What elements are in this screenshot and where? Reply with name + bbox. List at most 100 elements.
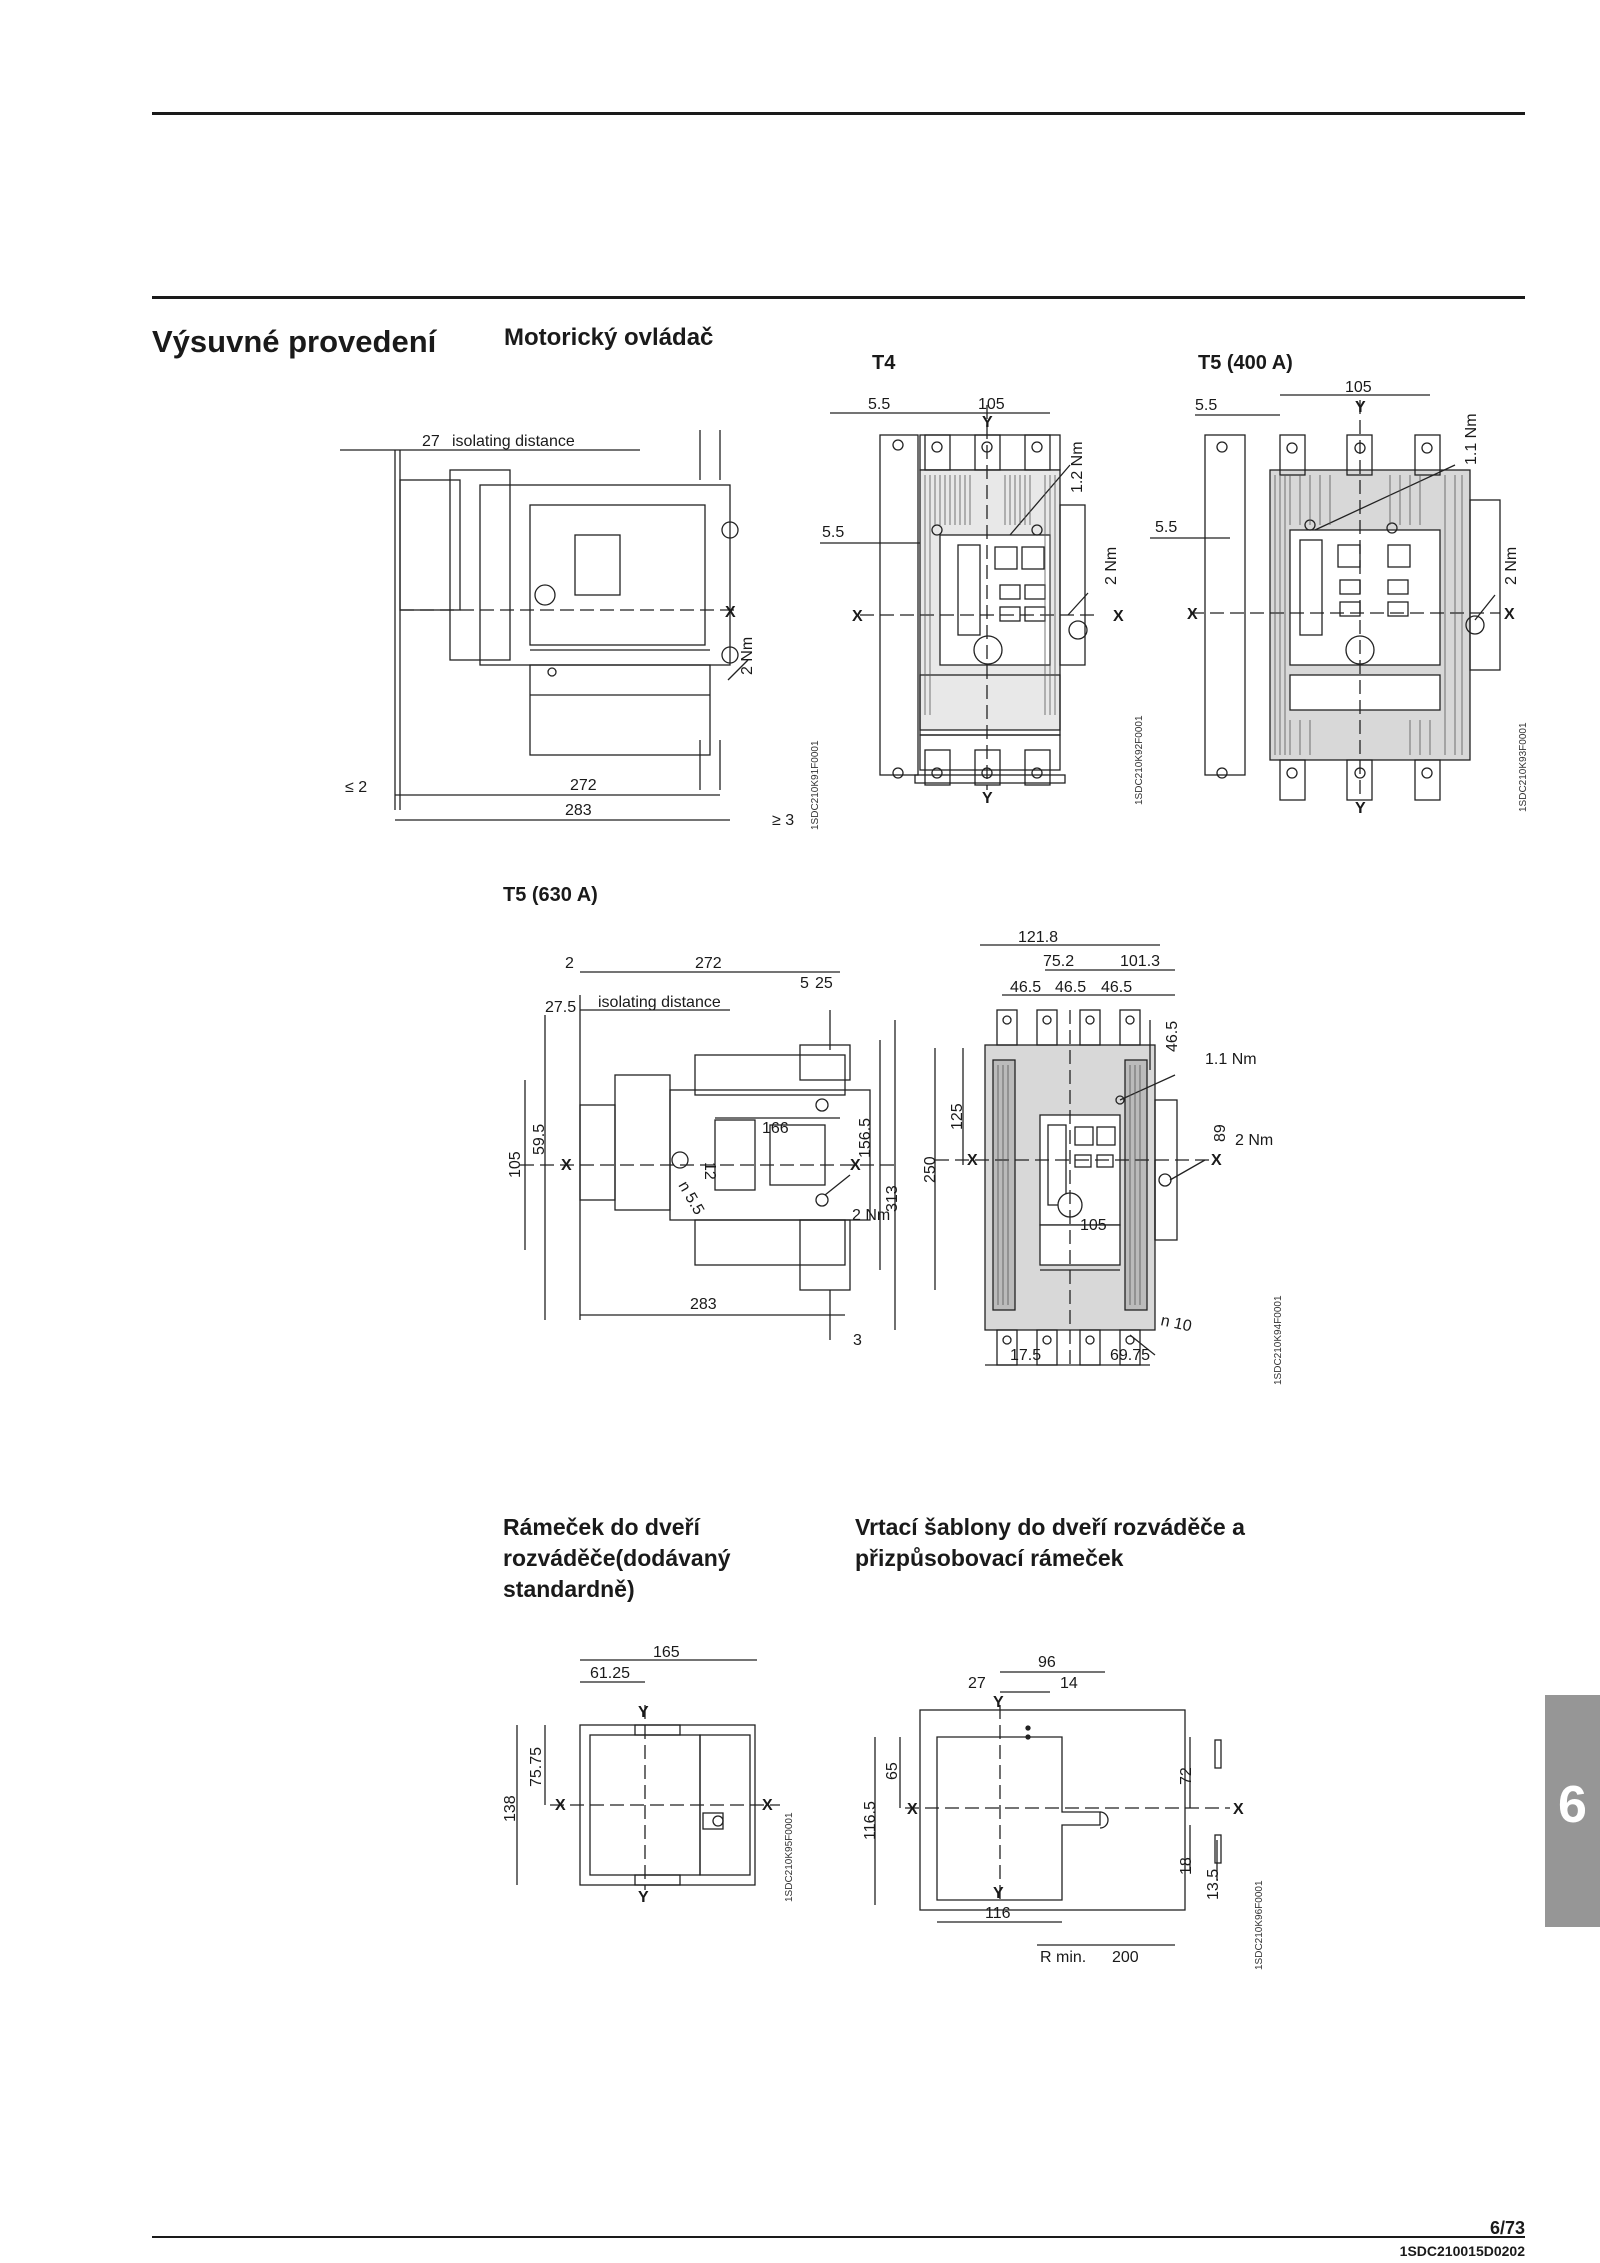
axis-y-top: Y xyxy=(982,414,993,431)
axis-x-right: X xyxy=(1233,1801,1244,1818)
door-frame-drawing: 165 61.25 138 75.75 Y X X Y 1SDC210K95F0… xyxy=(502,1644,795,1906)
dim-le2: ≤ 2 xyxy=(345,779,367,796)
dim-283: 283 xyxy=(565,802,592,819)
drawing-code: 1SDC210K96F0001 xyxy=(1254,1880,1265,1970)
dim-27: 27 xyxy=(968,1675,986,1692)
chapter-number: 6 xyxy=(1558,1776,1587,1834)
drawing-code: 1SDC210K95F0001 xyxy=(784,1812,795,1902)
section-title: Výsuvné provedení xyxy=(152,324,437,359)
axis-x-left: X xyxy=(555,1797,566,1814)
dim-72: 72 xyxy=(1178,1767,1195,1785)
torque-label: 2 Nm xyxy=(739,637,756,675)
t5-630-side-drawing: 2 272 5 25 27.5 isolating distance 105 5… xyxy=(507,955,901,1349)
dim-272: 272 xyxy=(570,777,597,794)
dim-27-5: 27.5 xyxy=(545,999,576,1016)
page-number: 6/73 xyxy=(1489,2218,1525,2238)
dim-46-5c: 46.5 xyxy=(1101,979,1132,996)
drawing-code: 1SDC210K91F0001 xyxy=(810,740,821,830)
dim-5-5-top: 5.5 xyxy=(1195,397,1217,414)
dim-5-5-top: 5.5 xyxy=(868,396,890,413)
t5-630-label: T5 (630 A) xyxy=(503,884,598,906)
drill-title: Vrtací šablony do dveří rozváděče a přiz… xyxy=(855,1514,1245,1571)
dim-46-5b: 46.5 xyxy=(1055,979,1086,996)
drilling-template-drawing: 96 27 14 Y 116.5 65 X 72 X 18 13.5 Y 116… xyxy=(862,1654,1265,1970)
dim-17-5: 17.5 xyxy=(1010,1347,1041,1364)
t5-400-front-drawing: 5.5 105 Y 1.1 Nm 2 Nm 5.5 X X Y 1SDC210K… xyxy=(1150,379,1529,817)
torque-2: 2 Nm xyxy=(1103,547,1120,585)
dim-18: 18 xyxy=(1178,1857,1195,1875)
axis-x-left: X xyxy=(907,1801,918,1818)
dim-272: 272 xyxy=(695,955,722,972)
dim-105: 105 xyxy=(1345,379,1372,396)
torque-1: 1.2 Nm xyxy=(1069,441,1086,493)
axis-x-left: X xyxy=(967,1152,978,1169)
dim-n10: n 10 xyxy=(1159,1312,1193,1335)
dim-75-2: 75.2 xyxy=(1043,953,1074,970)
dim-283: 283 xyxy=(690,1296,717,1313)
t5-630-front-drawing: 121.8 75.2 101.3 46.5 46.5 46.5 46.5 1.1… xyxy=(922,929,1284,1385)
dim-121-8: 121.8 xyxy=(1018,929,1058,946)
dim-3: 3 xyxy=(853,1332,862,1349)
frame-title: Rámeček do dveří rozváděče(dodávaný stan… xyxy=(503,1514,731,1602)
dim-12: 12 xyxy=(701,1162,718,1180)
dim-2: 2 xyxy=(565,955,574,972)
dim-n5-5: n 5.5 xyxy=(675,1179,708,1218)
dim-105: 105 xyxy=(1080,1217,1107,1234)
dim-5: 5 xyxy=(800,975,809,992)
torque-1: 1.1 Nm xyxy=(1463,413,1480,465)
dim-105: 105 xyxy=(978,396,1005,413)
dim-89: 89 xyxy=(1212,1124,1229,1142)
chapter-tab: 6 xyxy=(1545,1695,1600,1927)
dim-46-5a: 46.5 xyxy=(1010,979,1041,996)
torque-2: 2 Nm xyxy=(1503,547,1520,585)
torque-1: 1.1 Nm xyxy=(1205,1051,1257,1068)
axis-y-top: Y xyxy=(993,1694,1004,1711)
axis-y-bottom: Y xyxy=(1355,800,1366,817)
dim-116: 116 xyxy=(985,1905,1011,1922)
torque-label: 2 Nm xyxy=(852,1207,890,1224)
isolating-distance-label: isolating distance xyxy=(598,994,721,1011)
t5-400-label: T5 (400 A) xyxy=(1198,352,1293,374)
axis-y-bottom: Y xyxy=(982,790,993,807)
header-rule xyxy=(152,296,1525,299)
axis-x: X xyxy=(725,604,736,621)
r-min-label: R min. xyxy=(1040,1949,1086,1966)
dim-61-25: 61.25 xyxy=(590,1665,630,1682)
subsection-title: Motorický ovládač xyxy=(504,324,714,351)
top-rule xyxy=(152,112,1525,115)
dim-165: 165 xyxy=(653,1644,680,1661)
dim-105: 105 xyxy=(507,1151,524,1178)
dim-166: 166 xyxy=(762,1120,789,1137)
axis-x-right: X xyxy=(762,1797,773,1814)
axis-x-left: X xyxy=(1187,606,1198,623)
dim-96: 96 xyxy=(1038,1654,1056,1671)
dim-101-3: 101.3 xyxy=(1120,953,1160,970)
dim-200: 200 xyxy=(1112,1949,1139,1966)
dim-46-5d: 46.5 xyxy=(1164,1021,1181,1052)
axis-x-right: X xyxy=(1113,608,1124,625)
torque-2: 2 Nm xyxy=(1235,1132,1273,1149)
dim-ge3: ≥ 3 xyxy=(772,812,794,829)
dim-313: 313 xyxy=(884,1185,901,1212)
axis-y-bottom: Y xyxy=(638,1889,649,1906)
dim-25: 25 xyxy=(815,975,833,992)
dim-156-5: 156.5 xyxy=(857,1118,874,1158)
dim-75-75: 75.75 xyxy=(528,1747,545,1787)
axis-y-top: Y xyxy=(1355,399,1366,416)
axis-y-top: Y xyxy=(638,1704,649,1721)
drawing-code: 1SDC210K92F0001 xyxy=(1134,715,1145,805)
document-code: 1SDC210015D0202 xyxy=(1399,2243,1525,2259)
dim-13-5: 13.5 xyxy=(1205,1869,1222,1900)
footer-rule xyxy=(152,2236,1525,2238)
dim-14: 14 xyxy=(1060,1675,1078,1692)
dim-5-5-mid: 5.5 xyxy=(1155,519,1177,536)
t4-front-drawing: 5.5 105 Y 1.2 Nm 2 Nm 5.5 X X Y 1SDC210K… xyxy=(820,396,1145,807)
dim-138: 138 xyxy=(502,1795,519,1822)
t4-label: T4 xyxy=(872,352,896,374)
dim-5-5-mid: 5.5 xyxy=(822,524,844,541)
drawing-code: 1SDC210K94F0001 xyxy=(1273,1295,1284,1385)
dim-250: 250 xyxy=(922,1156,939,1183)
axis-x-left: X xyxy=(852,608,863,625)
axis-y-bottom: Y xyxy=(993,1885,1004,1902)
isolating-distance-label: isolating distance xyxy=(452,433,575,450)
